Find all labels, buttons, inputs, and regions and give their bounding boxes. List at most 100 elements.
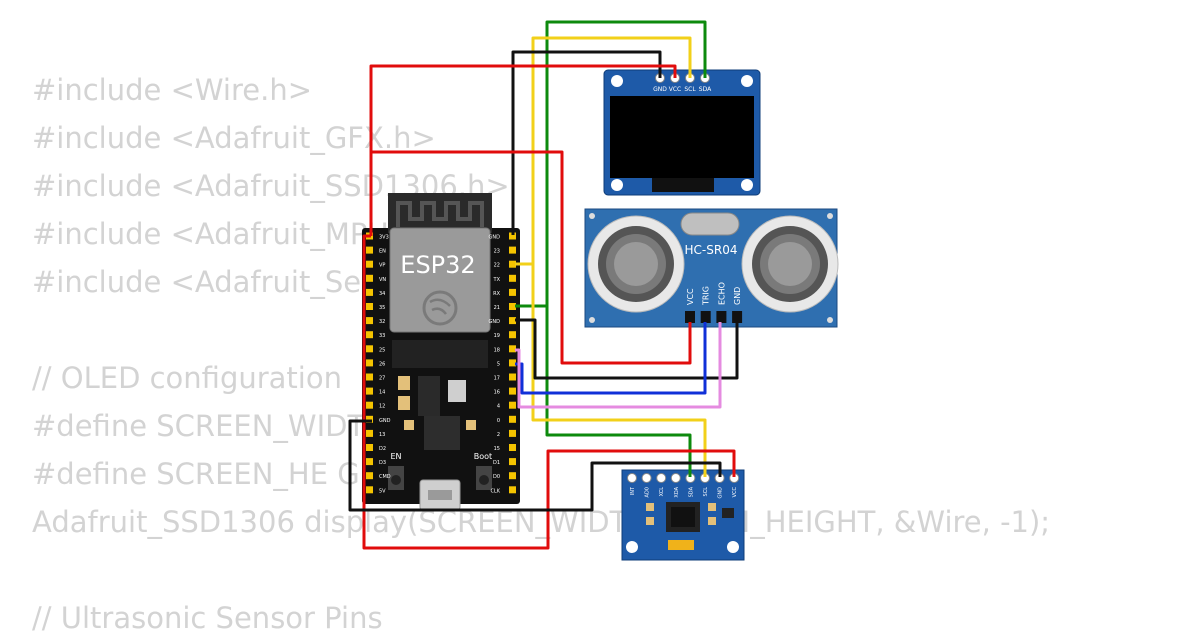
hcsr04-pin[interactable]	[732, 311, 743, 323]
hcsr04-pin-label: ECHO	[717, 282, 726, 305]
esp32-pin-label: 26	[379, 361, 385, 367]
esp32-pin-right[interactable]	[509, 331, 516, 339]
esp32-pin-left[interactable]	[366, 274, 373, 282]
esp32-pin-label: VP	[379, 263, 385, 269]
wire-red-mpu-vcc[interactable]	[362, 234, 736, 550]
wire-black-mpu-gnd[interactable]	[348, 419, 722, 512]
esp32-pin-label: CLK	[490, 488, 500, 494]
hcsr04-pin[interactable]	[716, 311, 727, 323]
esp32-pins: 3V3ENVPVN343532332526271412GND13D2D3CMD5…	[366, 232, 516, 494]
code-line: #include <Adafruit_MPU	[32, 217, 389, 251]
wire-red-hcsr04-vcc[interactable]	[369, 150, 692, 365]
esp32-pin-right[interactable]	[509, 401, 516, 409]
esp32-pin-right[interactable]	[509, 415, 516, 423]
code-line: #include <Adafruit_SSD1306.h>	[32, 169, 510, 203]
esp32-pin-right[interactable]	[509, 317, 516, 325]
esp32-pin-left[interactable]	[366, 472, 373, 480]
wire-black-hcsr04-gnd[interactable]	[515, 318, 739, 380]
esp32-pin-right[interactable]	[509, 288, 516, 296]
mpu-pin-label: GND	[718, 487, 724, 499]
wire-blue-hcsr04-echo[interactable]	[515, 322, 707, 395]
esp32-pin-left[interactable]	[366, 373, 373, 381]
esp32-pin-label: D1	[493, 460, 500, 466]
oled-pin-label: SDA	[699, 86, 712, 93]
oled-pin-label: SCL	[684, 86, 696, 93]
esp32-pin-right[interactable]	[509, 472, 516, 480]
esp32-pin-label: D0	[493, 474, 500, 480]
esp32-pin-right[interactable]	[509, 387, 516, 395]
esp32-pin-label: 33	[379, 333, 385, 339]
esp32-pin-left[interactable]	[366, 486, 373, 494]
esp32-pin-right[interactable]	[509, 274, 516, 282]
esp32-pin-right[interactable]	[509, 303, 516, 310]
mpu-pin-label: XDA	[674, 486, 680, 497]
esp32-pin-left[interactable]	[366, 288, 373, 296]
esp32-pin-label: EN	[379, 249, 386, 255]
esp32-pin-right[interactable]	[509, 359, 516, 367]
esp32-pin-label: 35	[379, 305, 385, 311]
mpu-pin-label: SDA	[688, 486, 694, 497]
esp32-pin-left[interactable]	[366, 246, 373, 254]
esp32-pin-right[interactable]	[509, 444, 516, 451]
esp32-pin-right[interactable]	[509, 232, 516, 240]
esp32-pin-label: 13	[379, 432, 385, 438]
esp32-pin-right[interactable]	[509, 246, 516, 254]
wire-yellow-oled-scl[interactable]	[515, 36, 692, 266]
mpu-pin-label: VCC	[732, 486, 738, 497]
wire-yellow-mpu-scl[interactable]	[531, 264, 707, 477]
esp32-pin-right[interactable]	[509, 373, 516, 381]
code-line: #include <Adafruit_GFX.h>	[32, 121, 436, 155]
wire-violet-hcsr04-trig[interactable]	[515, 322, 722, 409]
wire-green-oled-sda[interactable]	[515, 20, 707, 308]
esp32-pin-label: 25	[379, 347, 385, 353]
esp32-pin-left[interactable]	[366, 429, 373, 437]
mpu-pin-label: AD0	[645, 487, 651, 497]
esp32-pin-left[interactable]	[366, 401, 373, 409]
esp32-pin-left[interactable]	[366, 387, 373, 395]
esp32-pin-right[interactable]	[509, 429, 516, 437]
mpu-pin[interactable]	[670, 473, 681, 483]
code-line: #include <Adafruit_Se	[32, 265, 362, 299]
esp32-pin-left[interactable]	[366, 359, 373, 367]
esp32-pin-right[interactable]	[509, 345, 516, 353]
code-line: #define SCREEN_WIDT	[32, 409, 366, 443]
en-button-icon[interactable]	[391, 475, 401, 485]
code-line: // OLED configuration	[32, 361, 342, 395]
mpu-pin[interactable]	[641, 473, 652, 483]
en-label: EN	[390, 452, 401, 461]
esp32-pin-left[interactable]	[366, 444, 373, 451]
hcsr04-pin[interactable]	[685, 311, 695, 323]
hcsr04-label: HC-SR04	[685, 243, 738, 257]
esp32-pin-left[interactable]	[366, 458, 373, 466]
hcsr04-pin-label: TRIG	[702, 286, 711, 306]
esp32-pin-right[interactable]	[509, 458, 516, 466]
esp32-pin-label: D3	[379, 460, 386, 466]
esp32-pin-label: 2	[497, 432, 500, 438]
esp32-pin-label: 4	[497, 404, 500, 410]
esp32-pin-left[interactable]	[366, 317, 373, 325]
esp32-pin-left[interactable]	[366, 345, 373, 353]
esp32-pin-right[interactable]	[509, 486, 516, 494]
esp32-pin-label: 32	[379, 319, 385, 325]
mpu-pin[interactable]	[656, 473, 667, 483]
esp32-pin-label: 12	[379, 404, 385, 410]
esp32-pin-label: RX	[493, 291, 500, 297]
mpu-pin-label: INT	[630, 486, 636, 495]
esp32-pin-label: CMD	[379, 474, 391, 480]
mpu-pin[interactable]	[627, 473, 637, 483]
wire-green-mpu-sda[interactable]	[545, 306, 692, 477]
esp32-board[interactable]: ESP32 EN Boot 3V3ENVPVN34353233252627141…	[362, 193, 520, 511]
esp32-pin-label: 16	[494, 390, 500, 396]
esp32-pin-left[interactable]	[366, 260, 373, 268]
hcsr04-pin[interactable]	[700, 311, 711, 323]
boot-button-icon[interactable]	[479, 475, 489, 485]
esp32-pin-right[interactable]	[509, 260, 516, 268]
esp32-pin-left[interactable]	[366, 331, 373, 339]
esp32-pin-left[interactable]	[366, 303, 373, 310]
esp32-pin-left[interactable]	[366, 415, 373, 423]
esp32-pin-label: GND	[489, 235, 501, 241]
